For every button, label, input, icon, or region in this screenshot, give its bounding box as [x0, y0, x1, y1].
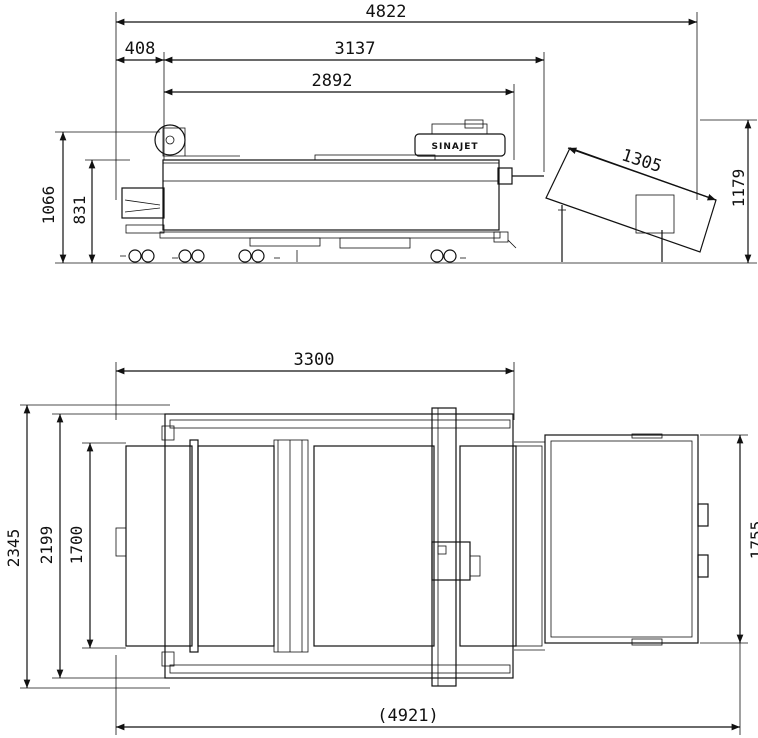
dim-overall-length: 4822 [366, 2, 407, 22]
output-tray-top [544, 433, 709, 646]
dim-left-offset: 408 [125, 39, 156, 59]
machine-side: SINAJET [120, 119, 544, 263]
dim-tray-width: 1755 [747, 521, 758, 560]
dim-frame-width: 2199 [37, 526, 56, 565]
gantry-beam [431, 407, 457, 687]
dim-overall-width: 2345 [4, 529, 23, 568]
dim-overall-length-top: (4921) [377, 706, 438, 726]
dim-machine-length: 3300 [294, 350, 335, 370]
dim-height-total: 1066 [39, 186, 58, 225]
output-tray: 1305 [545, 145, 717, 262]
dim-tray-length: 1305 [619, 145, 664, 177]
dim-height-tray: 1179 [729, 169, 748, 208]
dim-table-length: 2892 [312, 71, 353, 91]
casters [120, 249, 466, 263]
brand-label: SINAJET [432, 142, 479, 152]
dim-table-width: 1700 [67, 526, 86, 565]
dim-frame-length: 3137 [335, 39, 376, 59]
top-view: 3300 (4921) 2345 2199 1700 1755 [4, 350, 758, 735]
dim-line-tray-length [567, 147, 717, 201]
machine-top [115, 407, 545, 687]
dim-height-table: 831 [70, 196, 89, 225]
side-view: 4822 408 3137 2892 1066 831 1179 [39, 2, 757, 264]
